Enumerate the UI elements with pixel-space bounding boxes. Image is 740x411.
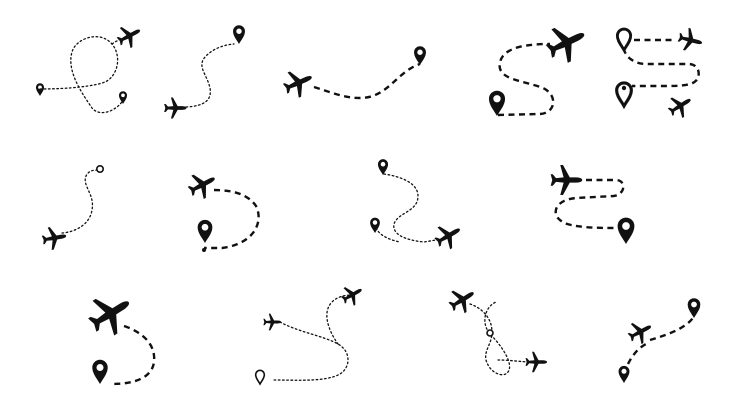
map-pin-icon bbox=[197, 219, 213, 243]
airplane-icon bbox=[550, 165, 583, 195]
map-pin-icon bbox=[96, 165, 105, 174]
route-12 bbox=[444, 282, 548, 376]
map-pin-icon bbox=[618, 365, 630, 383]
dotted-route-path bbox=[39, 36, 124, 114]
dashed-route-path bbox=[204, 188, 260, 250]
airplane-icon bbox=[183, 166, 221, 204]
route-5 bbox=[615, 26, 705, 122]
airplane-icon bbox=[664, 89, 697, 122]
map-pin-icon bbox=[92, 359, 108, 384]
dotted-route-path bbox=[61, 169, 101, 234]
airplane-icon bbox=[81, 284, 140, 343]
route-2 bbox=[164, 25, 245, 119]
airplane-icon bbox=[164, 97, 187, 119]
dashed-route-path bbox=[313, 62, 421, 100]
dotted-route-path bbox=[469, 301, 511, 376]
dotted-route-path bbox=[271, 321, 349, 381]
dotted-route-path bbox=[375, 227, 401, 243]
route-4 bbox=[488, 17, 593, 117]
map-pin-icon bbox=[617, 217, 635, 244]
map-pin-icon bbox=[370, 217, 380, 233]
map-pin-icon bbox=[35, 83, 45, 96]
map-pin-icon bbox=[233, 25, 245, 44]
map-pin-icon bbox=[118, 91, 128, 104]
route-1 bbox=[35, 20, 146, 114]
map-pin-outline-icon bbox=[254, 369, 266, 385]
map-pin-outline-icon bbox=[615, 27, 633, 52]
map-pin-icon bbox=[687, 298, 701, 318]
airplane-icon bbox=[430, 218, 467, 254]
map-pin-icon bbox=[488, 90, 506, 116]
airplane-icon bbox=[263, 313, 282, 331]
airplane-icon bbox=[279, 64, 318, 102]
map-pin-icon bbox=[414, 46, 426, 65]
airplane-icon bbox=[540, 17, 593, 69]
dashed-route-path bbox=[626, 342, 647, 365]
airplane-icon bbox=[113, 20, 146, 52]
route-3 bbox=[279, 46, 426, 102]
dotted-route-path bbox=[383, 173, 437, 243]
dashed-route-path bbox=[649, 315, 696, 342]
dashed-route-path bbox=[497, 42, 555, 117]
route-6 bbox=[40, 165, 105, 252]
airplane-icon bbox=[624, 316, 657, 348]
dashed-route-path bbox=[622, 47, 700, 88]
airplane-icon bbox=[337, 280, 367, 310]
airplane-icon bbox=[675, 26, 705, 55]
airplane-icon bbox=[525, 351, 548, 373]
route-9 bbox=[550, 165, 635, 244]
airplane-icon bbox=[40, 224, 69, 252]
map-pin-icon bbox=[377, 159, 389, 175]
route-11 bbox=[254, 280, 367, 385]
dotted-route-path bbox=[185, 43, 235, 108]
dotted-route-path bbox=[326, 294, 353, 345]
pin-dot bbox=[202, 248, 206, 252]
route-8 bbox=[370, 159, 467, 254]
route-13 bbox=[618, 298, 701, 383]
airplane-icon bbox=[444, 282, 481, 318]
route-10 bbox=[81, 284, 156, 386]
dashed-route-path bbox=[111, 324, 156, 386]
map-pin-icon bbox=[486, 329, 494, 337]
route-7 bbox=[183, 166, 260, 252]
pin-dot bbox=[621, 85, 627, 91]
